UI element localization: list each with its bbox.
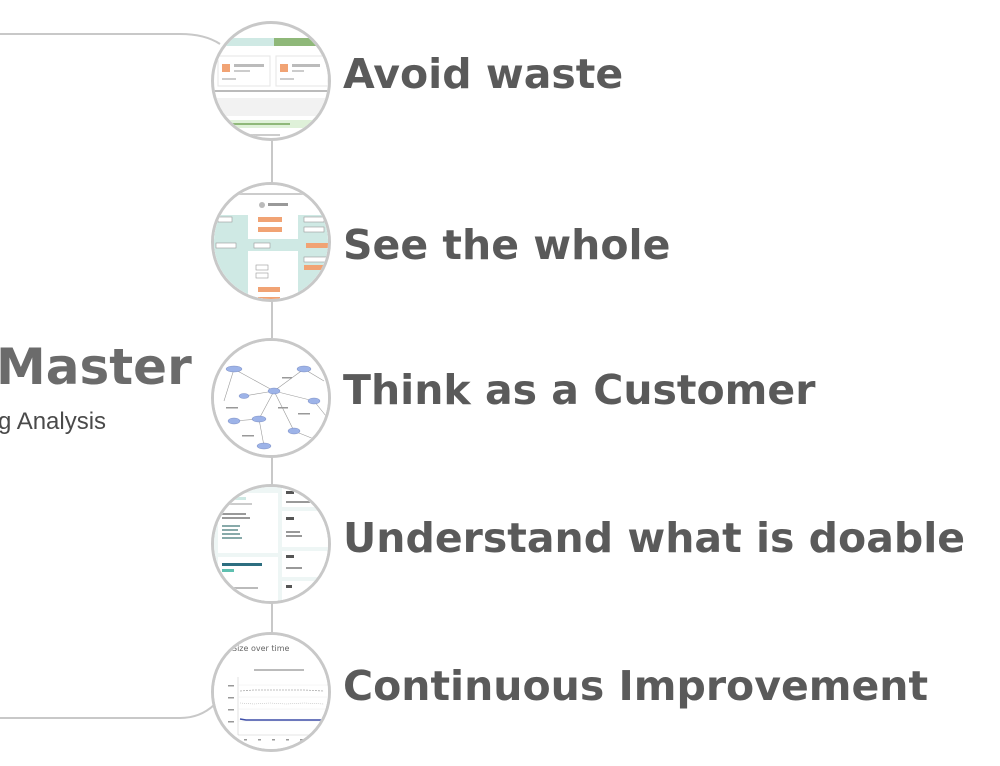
page-subtitle: g Analysis [0,408,107,435]
cards-list-screenshot-thumbnail-icon [211,484,331,604]
network-graph-screenshot-thumbnail-icon [211,338,331,458]
top-connector-line [0,33,221,45]
thumbnail-chart-title: Size over time [232,644,290,653]
step-label-see-the-whole: See the whole [343,221,671,269]
page-title: Master [0,338,192,396]
line-chart-screenshot-thumbnail-icon: Size over time [211,632,331,752]
dashboard-screenshot-thumbnail-icon [211,21,331,141]
step-label-think-as-a-customer: Think as a Customer [343,366,816,414]
step-label-continuous-improvement: Continuous Improvement [343,662,929,710]
process-board-screenshot-thumbnail-icon [211,182,331,302]
step-label-understand-what-is-doable: Understand what is doable [343,514,966,562]
bottom-connector-line [0,704,215,719]
step-label-avoid-waste: Avoid waste [343,50,624,98]
